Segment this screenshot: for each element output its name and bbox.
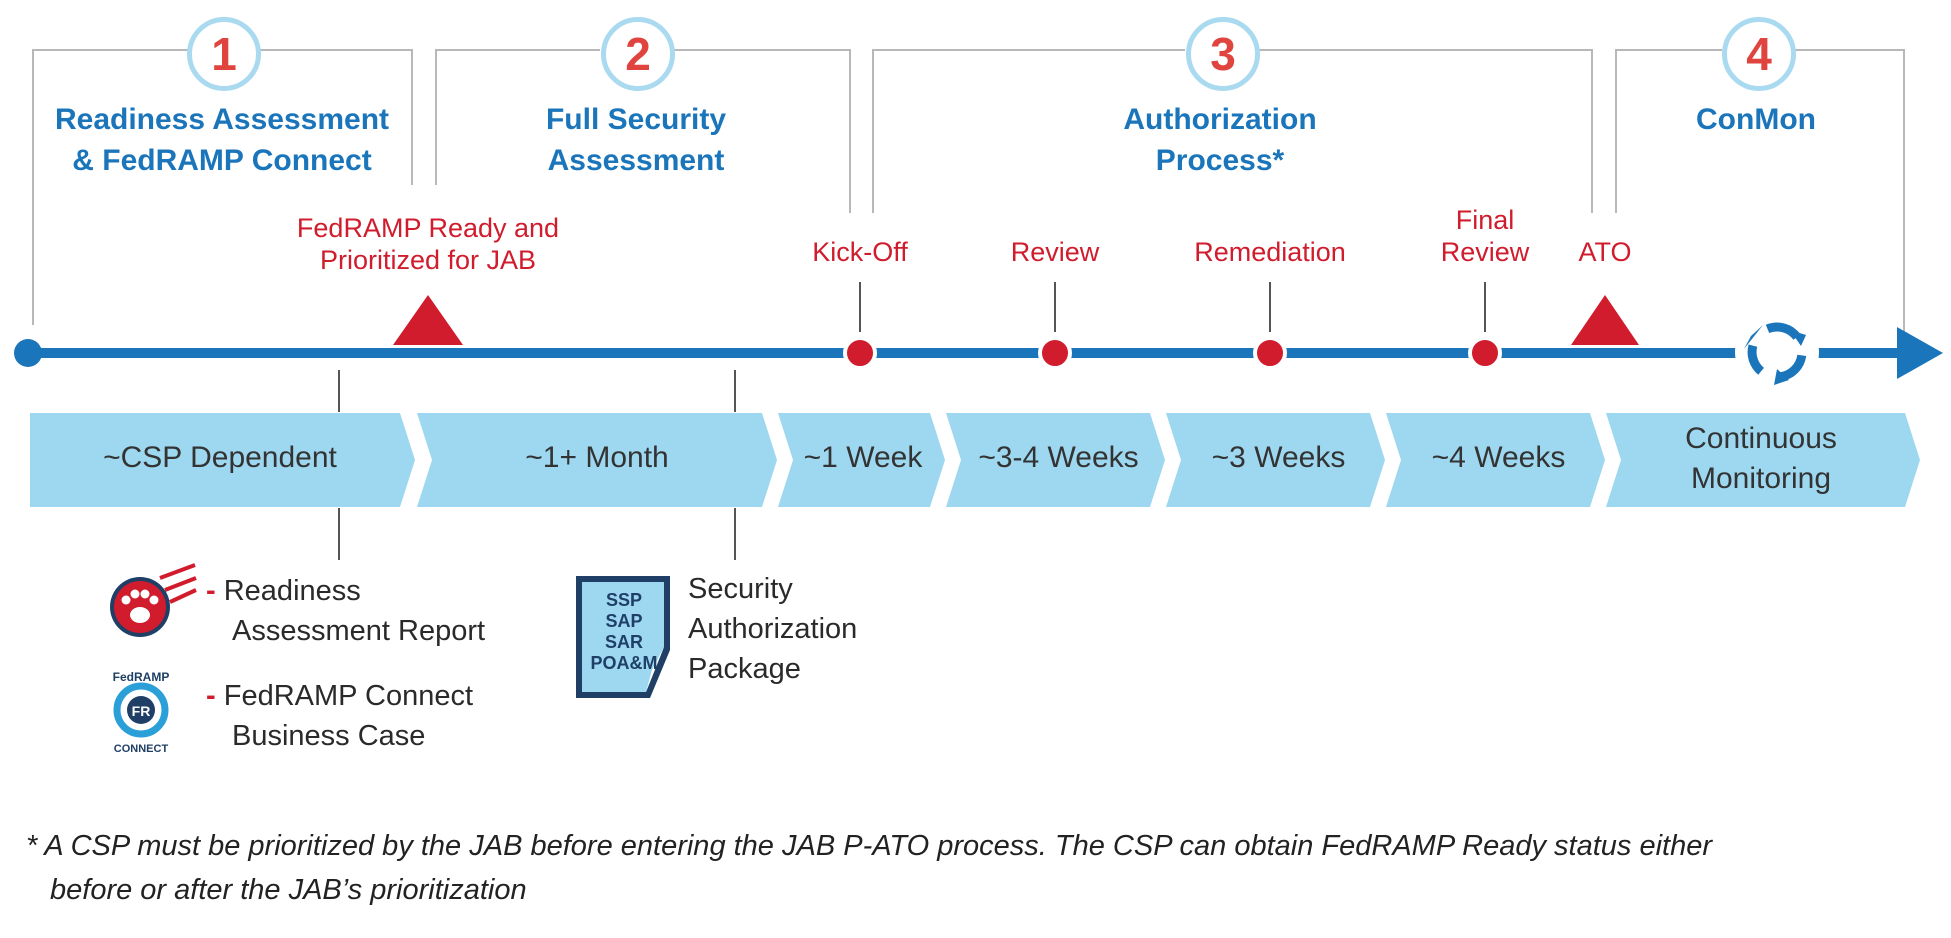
milestone-remediation-label: Remediation [1194, 237, 1346, 267]
connect-case-dash: - [206, 680, 216, 712]
chevron-2 [778, 413, 945, 507]
milestone-ready-label: FedRAMP Ready and Prioritized for JAB [296, 213, 560, 275]
phase-1-bracket [32, 49, 188, 325]
milestone-kickoff-label: Kick-Off [812, 237, 908, 267]
milestone-final-review-label: Final Review [1440, 205, 1530, 267]
fedramp-connect-logo-icon: FR FedRAMP CONNECT [113, 670, 170, 755]
readiness-report-dash: - [206, 575, 216, 607]
chevron-3 [946, 413, 1165, 507]
connect-logo-fr: FR [132, 703, 151, 719]
phase-2-bracket-right [672, 49, 851, 213]
duration-label-4: ~3 Weeks [1211, 441, 1346, 474]
phase-1-number: 1 [187, 17, 261, 91]
chevron-0 [30, 413, 415, 507]
duration-label-6: Continuous Monitoring [1685, 422, 1837, 495]
doc-line-2: SAR [605, 632, 643, 652]
phase-3-bracket-right [1255, 49, 1593, 213]
milestone-triangle-ready [393, 295, 463, 345]
phase-brackets [32, 49, 1905, 335]
chevron-6 [1606, 413, 1920, 507]
phase-2-bracket [435, 49, 600, 185]
connect-logo-top: FedRAMP [113, 670, 170, 684]
fedramp-paw-logo-icon [110, 563, 197, 637]
timeline-start-dot [14, 339, 42, 367]
phase-3-title: Authorization Process* [1123, 103, 1317, 177]
phase-4-bracket-right [1790, 49, 1905, 335]
phase-4-number: 4 [1722, 17, 1796, 91]
phase-3-number: 3 [1186, 17, 1260, 91]
phase-3-bracket [872, 49, 1185, 213]
phase-4-bracket [1615, 49, 1722, 213]
milestone-review-label: Review [1010, 237, 1100, 267]
cycle-icon [1735, 310, 1819, 394]
duration-chevrons [30, 413, 1920, 507]
readiness-report-text: - Readiness Assessment Report [206, 575, 486, 647]
milestone-dots [843, 336, 1502, 370]
footnote: * A CSP must be prioritized by the JAB b… [26, 830, 1713, 906]
chevron-4 [1166, 413, 1385, 507]
duration-label-1: ~1+ Month [525, 441, 669, 474]
connect-logo-bottom: CONNECT [114, 743, 169, 755]
chevron-5 [1386, 413, 1605, 507]
doc-line-0: SSP [606, 590, 642, 610]
milestone-ticks [338, 282, 1486, 560]
duration-label-2: ~1 Week [803, 441, 923, 474]
milestone-ato-label: ATO [1578, 237, 1632, 267]
doc-line-1: SAP [605, 611, 642, 631]
doc-line-3: POA&M [591, 653, 658, 673]
chevron-1 [417, 413, 777, 507]
phase-1-title: Readiness Assessment & FedRAMP Connect [54, 103, 390, 177]
phase-2-number: 2 [601, 17, 675, 91]
duration-label-3: ~3-4 Weeks [978, 441, 1139, 474]
arrow-right-icon [1897, 327, 1943, 379]
milestone-triangle-ato [1571, 295, 1639, 345]
phase-2-title: Full Security Assessment [545, 103, 727, 177]
document-icon: SSP SAP SAR POA&M [576, 576, 670, 698]
duration-label-5: ~4 Weeks [1431, 441, 1566, 474]
phase-4-title: ConMon [1696, 103, 1816, 136]
package-text: Security Authorization Package [688, 573, 858, 685]
phase-1-bracket-right [257, 49, 413, 185]
connect-case-text: - FedRAMP Connect Business Case [206, 680, 474, 752]
duration-label-0: ~CSP Dependent [103, 441, 337, 474]
